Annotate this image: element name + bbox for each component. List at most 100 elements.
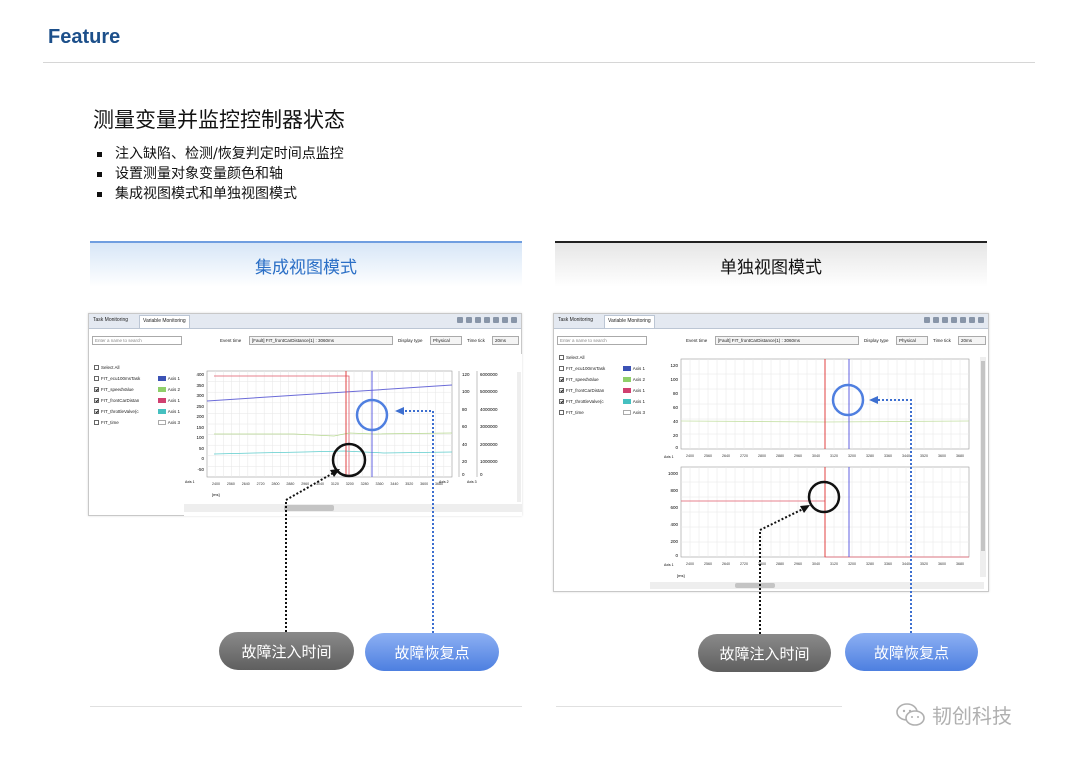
event-time-select[interactable]: [Fault] FIT_frontCarDistance(1) : 3060ms (715, 336, 859, 345)
y-tick-label: 250 (196, 404, 204, 409)
select-all-checkbox[interactable] (94, 365, 99, 370)
color-swatch[interactable] (157, 376, 166, 381)
y-tick-label: 100 (670, 377, 678, 382)
event-time-select[interactable]: [Fault] FIT_frontCarDistance(1) : 3060ms (249, 336, 393, 345)
scrollbar-thumb[interactable] (735, 583, 775, 588)
display-type-label: Display type (398, 338, 423, 343)
refresh-icon[interactable] (493, 317, 499, 323)
select-all-checkbox[interactable] (559, 355, 564, 360)
vertical-scrollbar[interactable] (517, 372, 521, 502)
tab-task-monitoring[interactable]: Task Monitoring (558, 317, 594, 323)
variable-checkbox[interactable] (94, 376, 99, 381)
display-type-select[interactable]: Physical (430, 336, 462, 345)
settings-icon[interactable] (484, 317, 490, 323)
wechat-icon (896, 702, 925, 726)
toolbar-icons (924, 317, 984, 323)
scrollbar-thumb[interactable] (981, 361, 985, 551)
maximize-icon[interactable] (978, 317, 984, 323)
variable-search-input[interactable]: Enter a name to search (557, 336, 647, 345)
y-tick-label: 200 (670, 539, 678, 544)
variable-checkbox[interactable] (94, 387, 99, 392)
tab-variable-monitoring[interactable]: Variable Monitoring (139, 315, 190, 328)
color-swatch[interactable] (157, 409, 166, 414)
y-tick-label: 150 (196, 425, 204, 430)
tab-task-monitoring[interactable]: Task Monitoring (93, 317, 129, 323)
variable-checkbox[interactable] (559, 377, 564, 382)
bullet-item: 注入缺陷、检测/恢复判定时间点监控 (97, 144, 344, 164)
x-tick-label: 2720 (740, 454, 748, 458)
new-window-icon[interactable] (933, 317, 939, 323)
color-swatch[interactable] (157, 387, 166, 392)
integrated-view-heading: 集成视图模式 (90, 241, 522, 287)
color-swatch[interactable] (622, 377, 631, 382)
y2-tick-label: 0 (462, 472, 465, 477)
variable-checkbox[interactable] (559, 399, 564, 404)
y-tick-label: 0 (675, 553, 678, 558)
tab-variable-monitoring[interactable]: Variable Monitoring (604, 315, 655, 328)
color-swatch[interactable] (622, 366, 631, 371)
variable-checkbox[interactable] (94, 398, 99, 403)
series-line (214, 432, 453, 437)
variable-checkbox[interactable] (94, 409, 99, 414)
x-tick-label: 3120 (331, 482, 339, 486)
horizontal-scrollbar[interactable] (650, 582, 984, 589)
color-swatch[interactable] (622, 410, 631, 415)
x-tick-label: 2800 (758, 562, 766, 566)
display-type-select[interactable]: Physical (896, 336, 928, 345)
y-tick-label: 400 (670, 522, 678, 527)
axis1-ticks: 400 350 300 250 200 150 100 50 0 -50 (196, 372, 204, 472)
separate-view-heading: 单独视图模式 (555, 241, 987, 287)
refresh-icon[interactable] (960, 317, 966, 323)
watermark: 韧创科技 (896, 700, 1012, 729)
minimize-icon[interactable] (969, 317, 975, 323)
color-swatch[interactable] (157, 420, 166, 425)
scrollbar-thumb[interactable] (284, 505, 334, 511)
variable-checkbox[interactable] (94, 420, 99, 425)
variable-search-input[interactable]: Enter a name to search (92, 336, 182, 345)
eye-icon[interactable] (457, 317, 463, 323)
eye-icon[interactable] (924, 317, 930, 323)
x-tick-label: 2560 (704, 562, 712, 566)
y-tick-label: 60 (673, 405, 679, 410)
y2-tick-label: 120 (462, 372, 470, 377)
header-title: Feature (48, 26, 121, 48)
time-tick-select[interactable]: 20ms (492, 336, 519, 345)
time-tick-select[interactable]: 20ms (958, 336, 986, 345)
integrated-chart: 400 350 300 250 200 150 100 50 0 -50 120… (184, 354, 522, 516)
color-swatch[interactable] (622, 388, 631, 393)
y-tick-label: 350 (196, 383, 204, 388)
export-icon[interactable] (475, 317, 481, 323)
y3-tick-label: 1000000 (480, 459, 498, 464)
variable-checkbox[interactable] (559, 388, 564, 393)
horizontal-scrollbar[interactable] (184, 504, 522, 512)
y3-tick-label: 0 (480, 472, 483, 477)
select-all-row[interactable]: Select All (94, 362, 180, 373)
variable-checkbox[interactable] (559, 366, 564, 371)
x-tick-label: 3040 (812, 454, 820, 458)
color-swatch[interactable] (622, 399, 631, 404)
x-tick-label: 2640 (242, 482, 250, 486)
select-all-row[interactable]: Select All (559, 352, 645, 363)
color-swatch[interactable] (157, 398, 166, 403)
minimize-icon[interactable] (502, 317, 508, 323)
x-tick-label: 3200 (346, 482, 354, 486)
x-tick-label: 3120 (830, 454, 838, 458)
settings-icon[interactable] (951, 317, 957, 323)
new-window-icon[interactable] (466, 317, 472, 323)
bullet-marker-icon (97, 151, 102, 157)
maximize-icon[interactable] (511, 317, 517, 323)
bullet-item: 集成视图模式和单独视图模式 (97, 184, 344, 204)
variable-checkbox[interactable] (559, 410, 564, 415)
export-icon[interactable] (942, 317, 948, 323)
bullet-item: 设置测量对象变量颜色和轴 (97, 164, 344, 184)
